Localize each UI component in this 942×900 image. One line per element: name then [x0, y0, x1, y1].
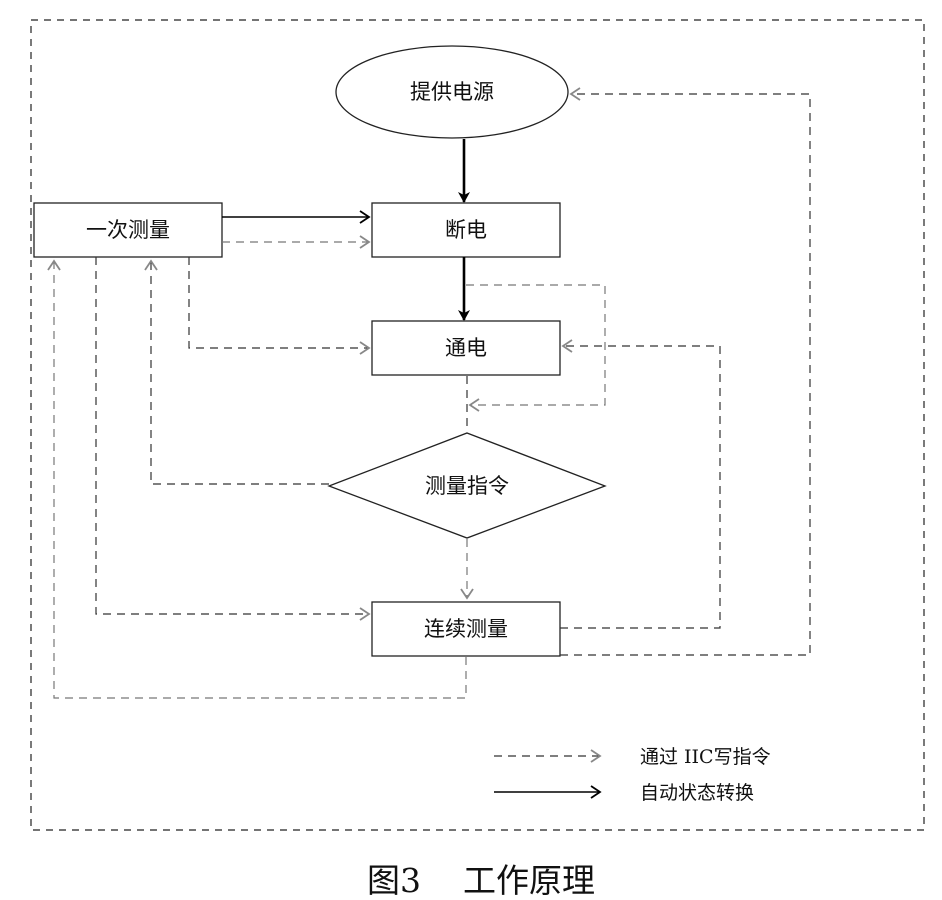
node-power: 提供电源	[335, 45, 569, 139]
node-power-on: 通电	[371, 320, 561, 376]
arrow-continuous-to-single	[47, 259, 467, 699]
node-single-measure: 一次测量	[33, 202, 223, 258]
node-single-measure-label: 一次测量	[86, 218, 170, 242]
legend-auto-label: 自动状态转换	[640, 782, 754, 804]
node-power-off-label: 断电	[445, 218, 487, 242]
arrow-off-loop	[466, 284, 606, 412]
caption-title: 工作原理	[463, 861, 595, 900]
legend-iic-label: 通过 IIC写指令	[640, 746, 771, 768]
figure-caption: 图3 工作原理	[367, 861, 595, 900]
legend: 通过 IIC写指令 自动状态转换	[494, 746, 771, 804]
caption-figure-number: 图3	[367, 861, 421, 900]
arrow-continuous-to-on	[560, 339, 721, 629]
arrow-command-to-single	[144, 259, 329, 485]
node-measure-command-label: 测量指令	[425, 474, 509, 498]
node-power-off: 断电	[371, 202, 561, 258]
node-continuous-measure: 连续测量	[371, 601, 561, 657]
node-measure-command: 测量指令	[327, 432, 607, 539]
node-power-label: 提供电源	[410, 80, 494, 104]
arrow-continuous-to-power	[560, 87, 811, 656]
node-continuous-measure-label: 连续测量	[424, 617, 508, 641]
node-power-on-label: 通电	[445, 336, 487, 360]
arrow-single-to-on	[188, 257, 371, 355]
outer-frame	[30, 19, 925, 831]
arrow-single-to-continuous	[95, 257, 371, 621]
